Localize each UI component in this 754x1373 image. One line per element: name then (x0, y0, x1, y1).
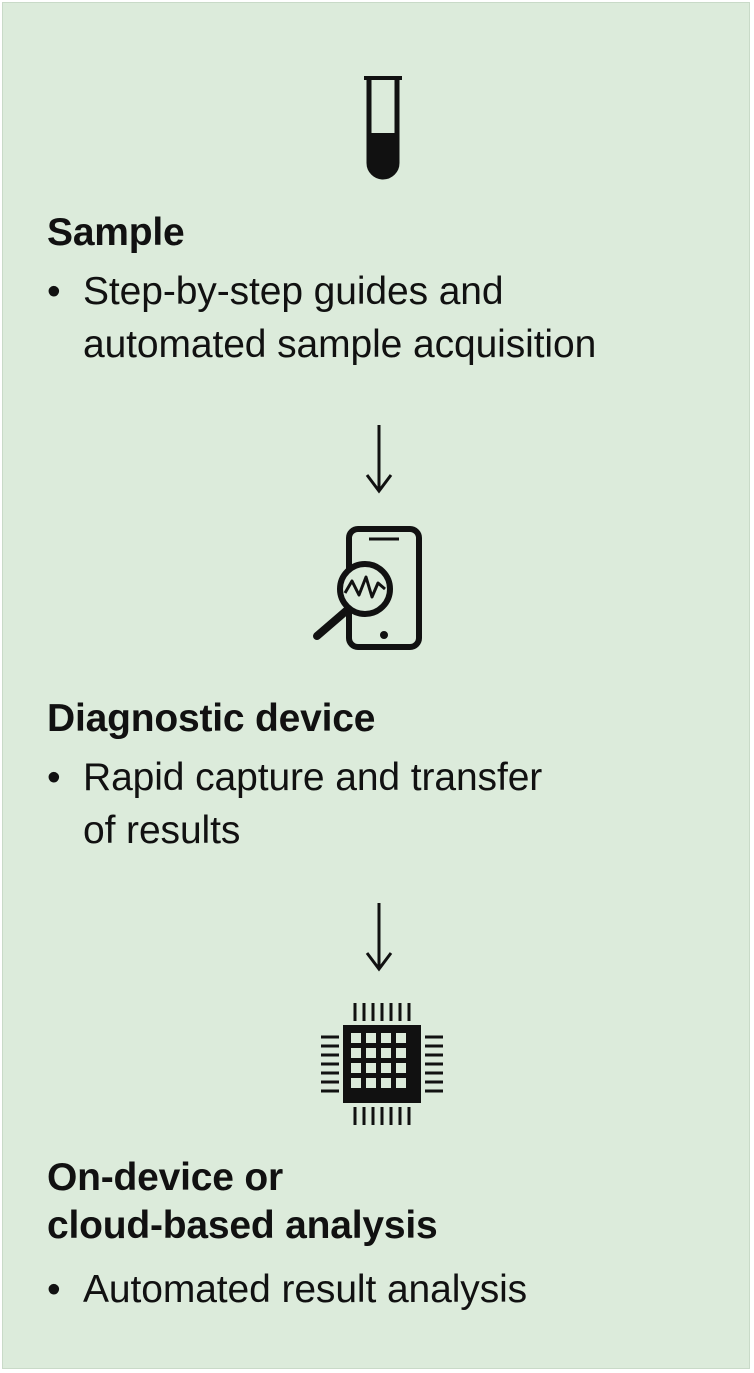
step-title-sample: Sample (47, 211, 185, 254)
step-bullet-diagnostic-device: • Rapid capture and transfer of results (47, 751, 542, 857)
title-line: cloud-based analysis (47, 1204, 438, 1247)
bullet-line: Step-by-step guides and (83, 270, 504, 313)
title-line: On-device or (47, 1156, 283, 1199)
bullet-line: Rapid capture and transfer (83, 756, 543, 799)
bullet-line: automated sample acquisition (83, 323, 597, 366)
step-title-analysis: On-device or cloud-based analysis (47, 1154, 438, 1250)
bullet-dot: • (47, 1268, 61, 1311)
step-bullet-sample: • Step-by-step guides and automated sampl… (47, 265, 596, 371)
down-arrow-icon (365, 425, 393, 494)
bullet-line: of results (83, 809, 241, 852)
step-title-diagnostic-device: Diagnostic device (47, 697, 376, 740)
step-bullet-analysis: • Automated result analysis (47, 1263, 527, 1316)
microchip-icon (321, 1003, 443, 1125)
down-arrow-icon (365, 903, 393, 972)
smartphone-magnifier-icon (313, 526, 422, 650)
bullet-dot: • (47, 756, 61, 799)
bullet-dot: • (47, 270, 61, 313)
test-tube-icon (364, 76, 402, 180)
bullet-line: Automated result analysis (83, 1268, 528, 1311)
